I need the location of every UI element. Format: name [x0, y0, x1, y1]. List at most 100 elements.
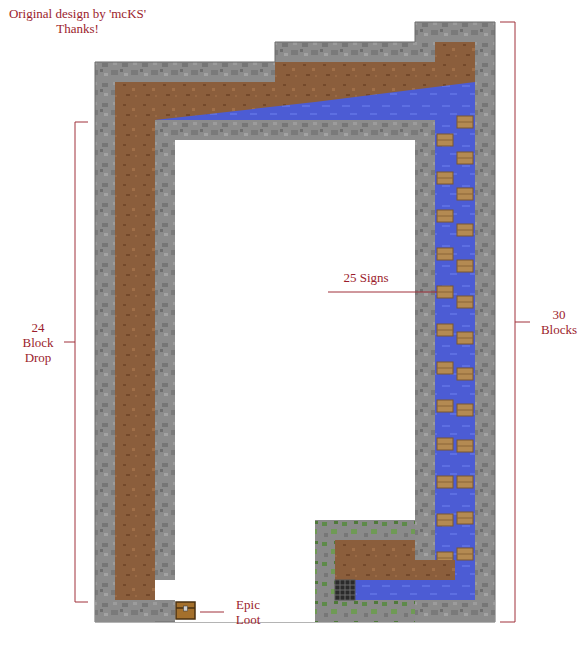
sign-block	[457, 476, 473, 488]
sign-block	[457, 230, 473, 231]
sign-block	[457, 302, 473, 303]
sign-block	[437, 292, 453, 293]
water-flow	[155, 82, 475, 580]
stone-structure	[95, 600, 155, 622]
sign-block	[457, 224, 473, 236]
sign-block	[437, 438, 453, 450]
mob-spawner	[335, 580, 355, 600]
leader-lines	[328, 292, 437, 293]
sign-block	[437, 286, 453, 298]
sign-block	[457, 188, 473, 200]
sign-block	[457, 404, 473, 416]
sign-block	[437, 286, 453, 298]
sign-block	[437, 406, 453, 407]
sign-block	[437, 362, 453, 374]
sign-block	[437, 558, 453, 559]
water-flow	[155, 82, 475, 120]
sign-block	[437, 520, 453, 521]
sign-block	[457, 332, 473, 344]
sign-block	[437, 134, 453, 146]
sign-column	[437, 116, 473, 564]
sign-block	[457, 122, 473, 123]
dimension-label: 24 Block Drop	[16, 320, 60, 365]
dimension-brackets	[75, 122, 88, 602]
sign-block	[457, 482, 473, 483]
sign-block	[437, 248, 453, 260]
loot-chest	[176, 602, 195, 619]
sign-block	[457, 338, 473, 339]
dirt-channel	[115, 42, 475, 600]
sign-block	[457, 404, 473, 416]
sign-block	[437, 514, 453, 526]
spawner-room	[415, 560, 455, 580]
sign-block	[437, 140, 453, 141]
sign-block	[437, 482, 453, 483]
sign-block	[437, 362, 453, 374]
sign-block	[457, 512, 473, 524]
sign-block	[437, 438, 453, 450]
sign-block	[457, 116, 473, 128]
sign-block	[437, 400, 453, 412]
sign-block	[457, 116, 473, 128]
sign-block	[457, 410, 473, 411]
callout-label: Epic Loot	[226, 597, 270, 627]
credit-note: Original design by 'mcKS' Thanks!	[0, 6, 155, 36]
sign-block	[457, 152, 473, 164]
leader-lines	[200, 612, 224, 613]
dimension-brackets	[515, 322, 530, 323]
sign-block	[457, 548, 473, 560]
stone-structure	[95, 22, 495, 622]
dirt-channel	[115, 42, 475, 600]
spawner-room	[415, 600, 495, 622]
loot-chest	[176, 602, 195, 619]
sign-block	[457, 374, 473, 375]
sign-block	[457, 194, 473, 195]
spawner-room	[435, 580, 475, 600]
water-flow	[435, 120, 475, 580]
sign-block	[457, 260, 473, 272]
sign-block	[437, 134, 453, 146]
sign-block	[457, 446, 473, 447]
sign-block	[437, 324, 453, 336]
sign-block	[437, 248, 453, 260]
callout-label: 25 Signs	[326, 270, 406, 285]
sign-block	[457, 296, 473, 308]
dimension-brackets	[64, 22, 530, 622]
sign-block	[457, 368, 473, 380]
sign-block	[457, 152, 473, 164]
sign-block	[437, 368, 453, 369]
sign-block	[457, 332, 473, 344]
sign-block	[457, 512, 473, 524]
sign-block	[457, 188, 473, 200]
sign-block	[437, 254, 453, 255]
spawner-room	[335, 540, 415, 580]
sign-block	[437, 178, 453, 179]
sign-block	[457, 368, 473, 380]
spawner-room	[315, 520, 415, 622]
sign-block	[457, 224, 473, 236]
sign-block	[457, 260, 473, 272]
mob-spawner	[335, 580, 355, 600]
sign-block	[437, 210, 453, 222]
sign-block	[437, 514, 453, 526]
spawner-room	[315, 520, 495, 622]
sign-block	[457, 266, 473, 267]
sign-block	[457, 440, 473, 452]
loot-chest	[184, 606, 188, 611]
stone-structure	[95, 22, 495, 622]
dimension-label: 30 Blocks	[536, 307, 582, 337]
sign-block	[437, 476, 453, 488]
sign-block	[437, 216, 453, 217]
stone-structure	[155, 140, 415, 622]
sign-block	[457, 554, 473, 555]
sign-block	[437, 172, 453, 184]
sign-block	[437, 444, 453, 445]
leader-lines	[200, 292, 437, 612]
sign-block	[457, 158, 473, 159]
dimension-brackets	[500, 22, 515, 622]
sign-block	[437, 476, 453, 488]
sign-block	[457, 440, 473, 452]
